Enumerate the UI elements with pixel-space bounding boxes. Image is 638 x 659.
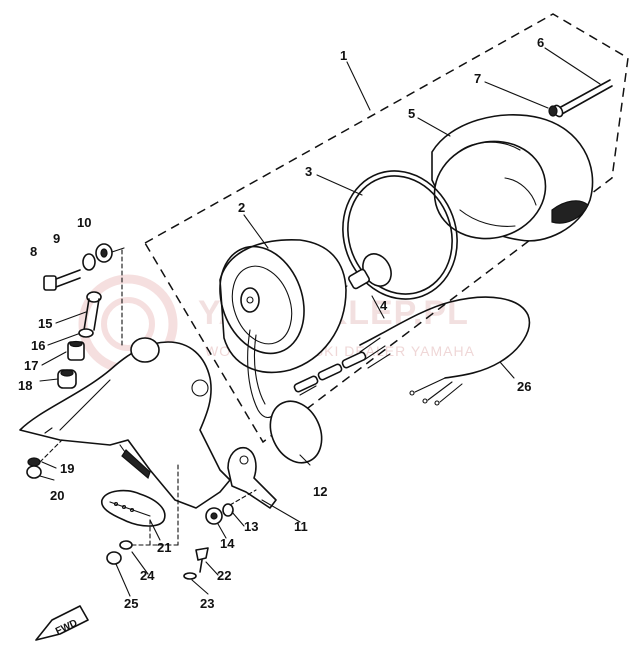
part-2-housing bbox=[219, 239, 347, 419]
part-26-wire-harness bbox=[359, 296, 531, 406]
callout-14: 14 bbox=[220, 536, 235, 551]
callout-1: 1 bbox=[340, 48, 347, 63]
part-17-collar bbox=[67, 340, 85, 361]
callout-5: 5 bbox=[408, 106, 415, 121]
callout-18: 18 bbox=[18, 378, 32, 393]
callout-9: 9 bbox=[53, 231, 60, 246]
callout-23: 23 bbox=[200, 596, 214, 611]
callout-11: 11 bbox=[294, 519, 308, 534]
part-18-grommet bbox=[57, 369, 77, 389]
part-14-nut bbox=[205, 507, 223, 525]
part-21-reflector bbox=[100, 489, 166, 527]
callout-22: 22 bbox=[217, 568, 231, 583]
assembly-boundary bbox=[143, 13, 629, 444]
part-23-washer bbox=[183, 572, 197, 580]
callout-26: 26 bbox=[517, 379, 531, 394]
part-5-lens bbox=[431, 114, 594, 242]
callout-2: 2 bbox=[238, 200, 245, 215]
part-11-bracket bbox=[227, 446, 277, 509]
callout-13: 13 bbox=[244, 519, 258, 534]
callout-10: 10 bbox=[77, 215, 91, 230]
part-22-screw bbox=[195, 547, 209, 573]
part-10-nut bbox=[95, 243, 113, 263]
part-15-bolt bbox=[83, 291, 102, 331]
callout-3: 3 bbox=[305, 164, 312, 179]
callout-17: 17 bbox=[24, 358, 38, 373]
part-19-washer bbox=[27, 457, 41, 467]
part-3-gasket bbox=[342, 170, 458, 300]
callout-20: 20 bbox=[50, 488, 64, 503]
main-bracket bbox=[19, 337, 231, 509]
part-24-washer bbox=[119, 540, 133, 550]
part-25-nut bbox=[106, 551, 122, 565]
leader-lines bbox=[39, 47, 601, 597]
assembly-line-8 bbox=[111, 247, 125, 253]
part-8-bolt bbox=[43, 269, 81, 291]
callout-21: 21 bbox=[157, 540, 171, 555]
callout-16: 16 bbox=[31, 338, 45, 353]
part-4-bulb bbox=[340, 253, 392, 292]
part-7-washer bbox=[548, 105, 558, 117]
callout-4: 4 bbox=[380, 298, 388, 313]
part-9-washer bbox=[82, 253, 96, 271]
part-12-plate bbox=[269, 400, 323, 464]
assembly-guides bbox=[39, 439, 257, 546]
callout-25: 25 bbox=[124, 596, 138, 611]
callouts: 1 2 3 4 5 6 7 8 9 10 11 12 13 14 15 16 1… bbox=[18, 35, 544, 611]
callout-19: 19 bbox=[60, 461, 74, 476]
callout-15: 15 bbox=[38, 316, 52, 331]
wire-connectors bbox=[293, 337, 391, 396]
part-13-washer bbox=[222, 503, 234, 517]
fwd-arrow: FWD bbox=[35, 605, 89, 641]
callout-8: 8 bbox=[30, 244, 37, 259]
part-16-washer bbox=[78, 328, 94, 338]
callout-12: 12 bbox=[313, 484, 327, 499]
callout-7: 7 bbox=[474, 71, 481, 86]
part-20-nut bbox=[26, 465, 42, 479]
part-6-screw bbox=[552, 79, 613, 118]
callout-24: 24 bbox=[140, 568, 155, 583]
callout-6: 6 bbox=[537, 35, 544, 50]
